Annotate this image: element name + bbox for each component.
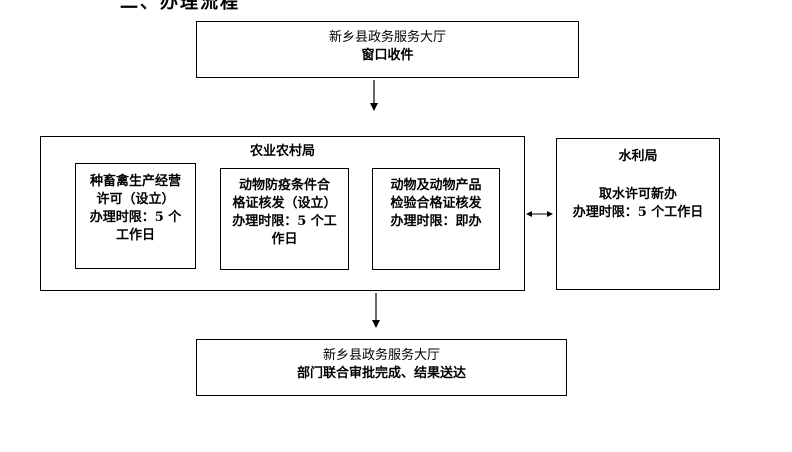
intake-step-label: 窗口收件 [361, 48, 414, 63]
livestock-license-line-4: 工作日 [115, 228, 155, 243]
result-box: 新乡县政务服务大厅 部门联合审批完成、结果送达 [196, 339, 567, 396]
livestock-license-line-2: 许可（设立） [96, 192, 175, 207]
epidemic-prevention-line-4: 作日 [271, 232, 298, 247]
epidemic-prevention-line-3: 办理时限：5 个工 [232, 214, 337, 229]
animal-product-line-3: 办理时限：即办 [390, 214, 482, 229]
water-permit-label: 取水许可新办 [598, 187, 677, 202]
result-step-label: 部门联合审批完成、结果送达 [296, 366, 466, 381]
agriculture-bureau-title: 农业农村局 [249, 144, 315, 159]
epidemic-prevention-line-1: 动物防疫条件合 [238, 178, 330, 193]
animal-product-inspection-box: 动物及动物产品 检验合格证核发 办理时限：即办 [372, 168, 500, 270]
water-bureau-box: 水利局 取水许可新办 办理时限：5 个工作日 [556, 138, 720, 290]
result-hall-name: 新乡县政务服务大厅 [322, 348, 440, 363]
animal-product-line-2: 检验合格证核发 [390, 196, 482, 211]
water-permit-time-limit: 办理时限：5 个工作日 [572, 205, 704, 220]
animal-product-line-1: 动物及动物产品 [390, 178, 482, 193]
intake-hall-name: 新乡县政务服务大厅 [328, 30, 446, 45]
livestock-license-box: 种畜禽生产经营 许可（设立） 办理时限：5 个 工作日 [75, 163, 196, 269]
livestock-license-line-1: 种畜禽生产经营 [89, 174, 181, 189]
epidemic-prevention-box: 动物防疫条件合 格证核发（设立） 办理时限：5 个工 作日 [220, 168, 349, 270]
intake-box: 新乡县政务服务大厅 窗口收件 [196, 21, 579, 78]
epidemic-prevention-line-2: 格证核发（设立） [232, 196, 337, 211]
livestock-license-line-3: 办理时限：5 个 [89, 210, 182, 225]
water-bureau-title: 水利局 [618, 149, 658, 164]
section-heading: 二、办理流程 [120, 0, 240, 13]
